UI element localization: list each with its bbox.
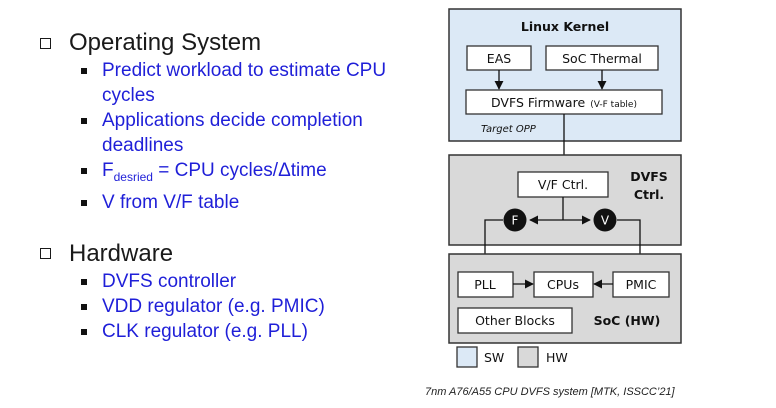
kernel-title: Linux Kernel [521,19,609,34]
v-node-label: V [601,214,610,228]
pll-label: PLL [474,277,496,292]
vf-ctrl-label: V/F Ctrl. [538,177,588,192]
f-node [503,208,527,232]
figure-caption: 7nm A76/A55 CPU DVFS system [MTK, ISSCC’… [425,386,675,398]
f-node-label: F [512,214,519,228]
pmic-box [612,271,670,298]
soc-hw-label: SoC (HW) [594,313,661,328]
square-bullet-icon [81,168,87,174]
square-bullet-icon [81,118,87,124]
soc-thermal-label: SoC Thermal [562,51,642,66]
os-item: Predict workload to estimate CPU cycles [81,58,420,108]
v-node [593,208,617,232]
checkbox-bullet-icon [40,248,51,260]
legend-hw-swatch [517,346,539,368]
f-desired-formula: Fdesried = CPU cycles/Δtime [102,160,327,184]
os-heading: Operating System [40,28,420,58]
dvfs-firmware-box [465,89,663,115]
vf-ctrl-box [517,171,609,198]
dvfs-ctrl-title-1: DVFS [630,169,668,184]
os-item: V from V/F table [81,190,420,215]
square-bullet-icon [81,328,87,335]
dvfs-firmware-label: DVFS Firmware (V-F table) [491,92,637,111]
cpus-box [533,271,594,298]
legend-hw-label: HW [546,350,568,365]
hw-item: CLK regulator (e.g. PLL) [81,319,420,344]
linux-kernel-region [448,8,682,142]
eas-label: EAS [487,51,511,66]
legend-sw-swatch [456,346,478,368]
square-bullet-icon [81,68,87,74]
hw-item: DVFS controller [81,269,420,294]
os-item: Fdesried = CPU cycles/Δtime [81,158,420,190]
os-item: Applications decide completion deadlines [81,108,420,158]
other-blocks-label: Other Blocks [475,313,555,328]
checkbox-bullet-icon [40,37,51,49]
target-opp-label: Target OPP [481,124,537,135]
cpus-label: CPUs [547,277,579,292]
bullet-list: Operating System Predict workload to est… [40,28,420,344]
other-blocks-box [457,307,573,334]
square-bullet-icon [81,303,87,310]
hw-item: VDD regulator (e.g. PMIC) [81,294,420,319]
dvfs-ctrl-region [448,154,682,246]
legend-sw-label: SW [484,350,504,365]
pmic-label: PMIC [626,277,657,292]
hw-heading: Hardware [40,239,420,269]
square-bullet-icon [81,199,87,206]
dvfs-ctrl-title-2: Ctrl. [634,187,664,202]
square-bullet-icon [81,278,87,285]
